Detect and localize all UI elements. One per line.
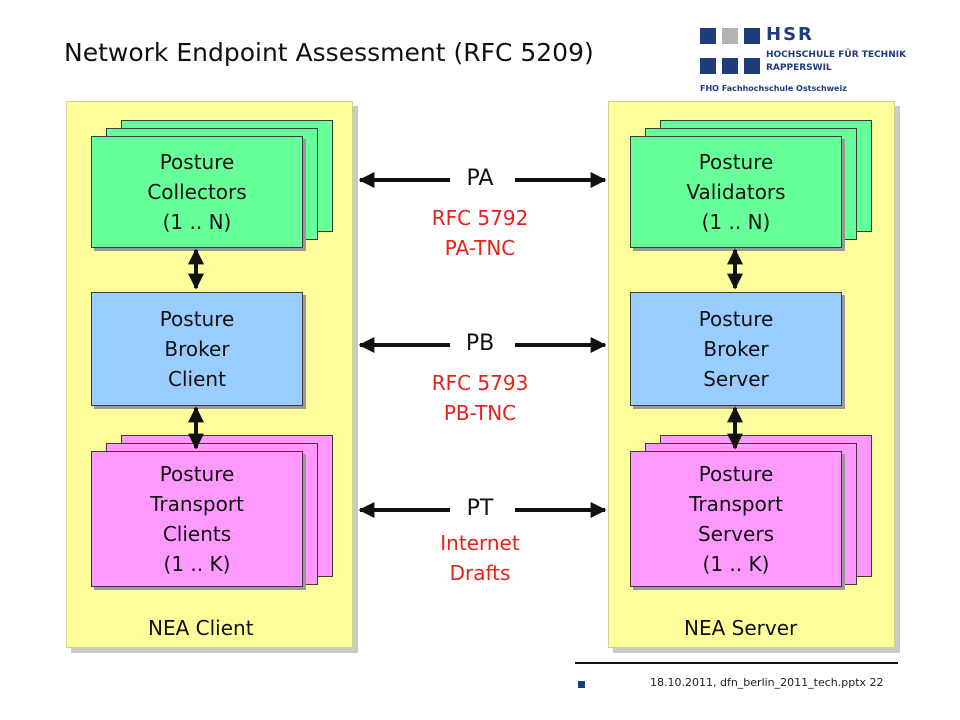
logo-wordmark: HSR: [766, 24, 814, 45]
posture-broker-client-text: Posture Broker Client: [159, 307, 235, 391]
posture-transport-servers-box: Posture Transport Servers (1 .. K): [630, 451, 842, 587]
posture-broker-server-box: Posture Broker Server: [630, 292, 842, 406]
logo-line-2: RAPPERSWIL: [766, 63, 832, 73]
footer-text: 18.10.2011, dfn_berlin_2011_tech.pptx 22: [650, 676, 884, 689]
footer-divider: [575, 662, 898, 664]
logo-line-1: HOCHSCHULE FÜR TECHNIK: [766, 50, 907, 60]
posture-collectors-text: Posture Collectors (1 .. N): [147, 150, 247, 234]
posture-broker-server-text: Posture Broker Server: [698, 307, 774, 391]
logo-square: [722, 58, 738, 74]
protocol-pa-label: PA: [466, 166, 494, 191]
protocol-pb-label: PB: [465, 331, 495, 356]
protocol-pa-spec: RFC 5792 PA-TNC: [431, 206, 529, 260]
logo-square: [744, 58, 760, 74]
protocol-pt-label: PT: [466, 496, 494, 521]
posture-validators-text: Posture Validators (1 .. N): [686, 150, 786, 234]
nea-client-label: NEA Client: [148, 616, 254, 640]
logo-square: [744, 28, 760, 44]
protocol-pt-spec: Internet Drafts: [440, 531, 520, 585]
protocol-pb-spec: RFC 5793 PB-TNC: [431, 371, 529, 425]
nea-server-label: NEA Server: [684, 616, 798, 640]
logo-fho: FHO Fachhochschule Ostschweiz: [700, 84, 847, 93]
posture-validators-box: Posture Validators (1 .. N): [630, 136, 842, 248]
posture-collectors-box: Posture Collectors (1 .. N): [91, 136, 303, 248]
posture-broker-client-box: Posture Broker Client: [91, 292, 303, 406]
posture-transport-clients-text: Posture Transport Clients (1 .. K): [150, 462, 244, 576]
page-title: Network Endpoint Assessment (RFC 5209): [64, 38, 594, 67]
hsr-logo: HSR HOCHSCHULE FÜR TECHNIK RAPPERSWIL FH…: [700, 24, 930, 98]
logo-square: [722, 28, 738, 44]
logo-square: [700, 28, 716, 44]
footer-bullet: [578, 681, 585, 688]
posture-transport-clients-box: Posture Transport Clients (1 .. K): [91, 451, 303, 587]
logo-square: [700, 58, 716, 74]
posture-transport-servers-text: Posture Transport Servers (1 .. K): [689, 462, 783, 576]
